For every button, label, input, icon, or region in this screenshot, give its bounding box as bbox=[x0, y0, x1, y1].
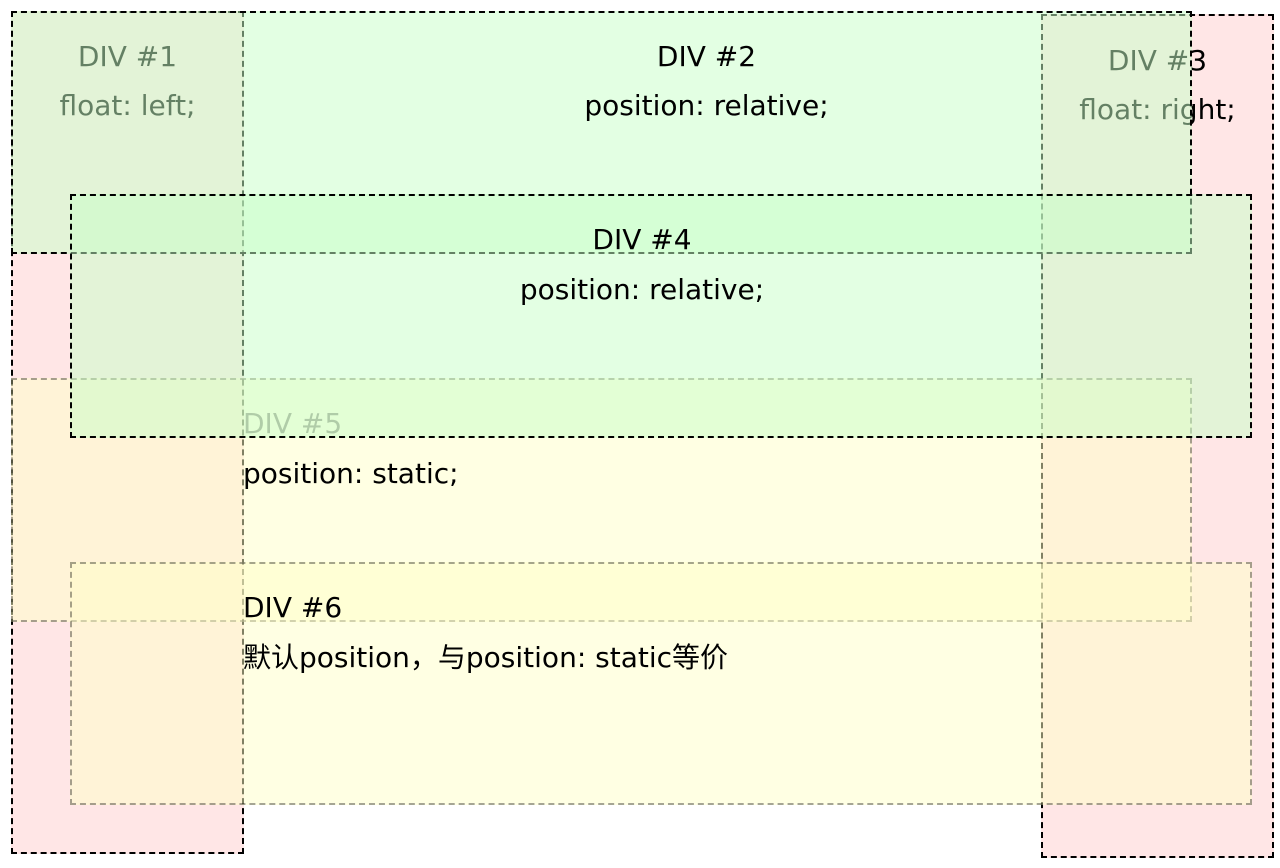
div6-title: DIV #6 bbox=[243, 591, 343, 624]
div6-desc: 默认position，与position: static等价 bbox=[243, 641, 729, 674]
div2-title: DIV #2 bbox=[656, 40, 757, 73]
div4-title: DIV #4 bbox=[592, 223, 692, 256]
div2-desc: position: relative; bbox=[584, 89, 829, 122]
div5-desc: position: static; bbox=[243, 457, 459, 490]
div6-default-box bbox=[70, 562, 1252, 805]
div4-desc: position: relative; bbox=[519, 273, 765, 306]
div4-relative-box bbox=[70, 194, 1252, 438]
